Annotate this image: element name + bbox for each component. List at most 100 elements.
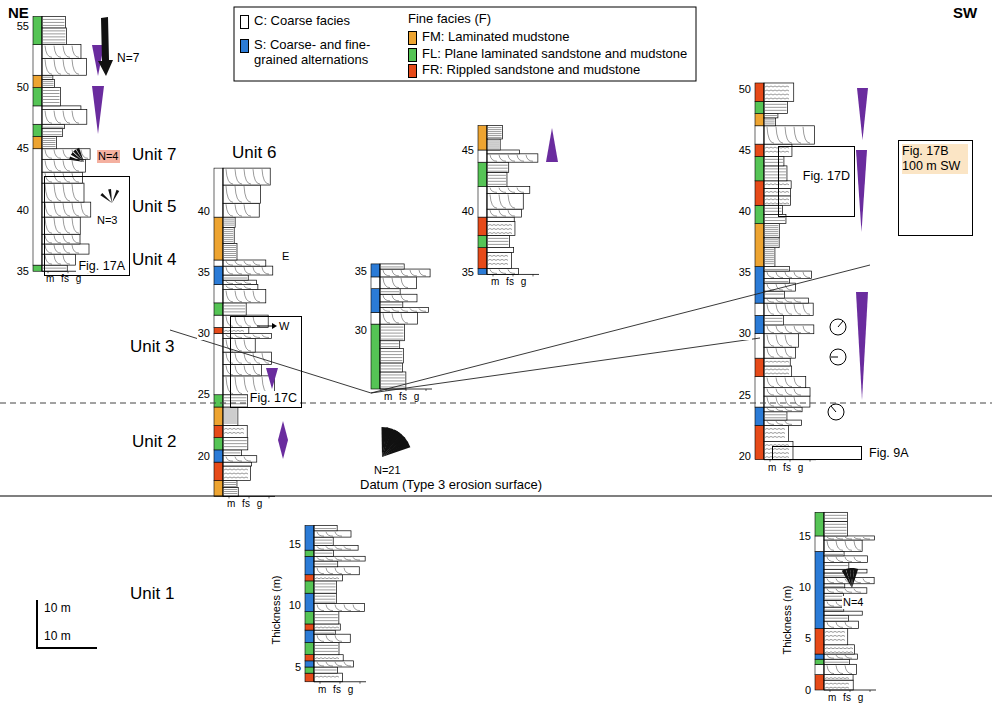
bed <box>764 224 779 238</box>
bed-structure <box>488 175 506 184</box>
bed-structure <box>381 304 402 305</box>
facies-strip <box>214 217 223 260</box>
bed-structure <box>224 452 240 453</box>
axis-number: 30 <box>738 327 752 340</box>
bed-structure <box>224 483 236 487</box>
bed <box>42 28 66 45</box>
annotation: Fine facies (F) <box>408 12 491 27</box>
facies-strip <box>815 628 824 654</box>
log-axis <box>487 126 488 275</box>
facies-strip <box>33 149 42 265</box>
bed <box>223 217 235 227</box>
bed <box>314 545 358 550</box>
bed-structure <box>315 553 332 554</box>
facies-strip <box>214 327 223 333</box>
annotation: Unit 5 <box>132 197 176 217</box>
bed-structure <box>490 155 533 161</box>
bed <box>380 312 418 324</box>
facies-strip <box>755 114 764 126</box>
paleocurrent-rose <box>852 568 858 588</box>
bed <box>764 238 779 248</box>
facies-strip <box>305 526 314 551</box>
bed-structure <box>765 428 785 437</box>
bed <box>487 209 522 217</box>
bed-structure <box>43 19 64 25</box>
facies-strip <box>214 438 223 450</box>
bed <box>764 315 783 325</box>
bed <box>764 325 814 334</box>
axis-number: 35 <box>354 265 368 278</box>
axis-number: 5 <box>294 661 302 674</box>
bed-structure <box>45 203 88 216</box>
bed <box>314 612 339 624</box>
bed <box>824 551 844 556</box>
bed <box>824 628 848 644</box>
bed-structure <box>315 540 332 543</box>
bed <box>824 659 850 664</box>
bed <box>223 338 255 352</box>
bed-structure <box>767 304 810 314</box>
bed-structure <box>765 199 789 204</box>
bed-structure <box>488 225 512 234</box>
bed-structure <box>765 104 787 110</box>
facies-strip <box>371 324 380 389</box>
bed-structure <box>43 268 66 269</box>
unit-band-fill <box>0 137 190 175</box>
facies-strip <box>371 264 380 277</box>
legend-label: FL: Plane laminated sandstone and mudsto… <box>422 47 687 62</box>
facies-strip <box>214 450 223 462</box>
bed-structure <box>381 352 402 361</box>
bed-structure <box>383 278 408 288</box>
facies-strip <box>755 334 764 358</box>
grain-size-tick <box>830 690 831 692</box>
bed <box>223 303 246 315</box>
bed <box>223 395 247 407</box>
bed-structure <box>315 633 334 634</box>
bed <box>223 327 249 333</box>
bed <box>42 129 63 137</box>
bed-structure <box>45 218 79 233</box>
bed-structure <box>827 655 852 658</box>
facies-strip <box>33 106 42 124</box>
axis-number: 0 <box>804 684 812 697</box>
bed-structure <box>383 295 408 301</box>
bed-structure <box>765 208 781 211</box>
bed <box>42 244 89 254</box>
bed-structure <box>226 169 269 184</box>
axis-number: 35 <box>16 265 30 278</box>
bed-structure <box>43 81 54 85</box>
bed <box>824 521 848 536</box>
bed-structure <box>45 235 79 243</box>
bed-structure <box>45 111 79 124</box>
bed <box>764 271 812 279</box>
facies-strip <box>305 581 314 593</box>
bed <box>42 149 90 160</box>
bed <box>764 215 786 224</box>
figure-reference: Fig. 17C <box>248 391 299 405</box>
facies-strip <box>305 655 314 661</box>
facies-strip <box>214 285 223 303</box>
facies-strip <box>214 168 223 217</box>
annotation: W <box>279 320 289 333</box>
bed <box>764 396 810 407</box>
bed <box>223 185 260 203</box>
unit-label: Unit 6 <box>232 144 276 161</box>
annotation: N=3 <box>96 214 119 227</box>
axis-number: 5 <box>804 632 812 645</box>
bed <box>314 624 340 630</box>
bed-structure <box>383 308 426 311</box>
bed <box>764 347 795 358</box>
grain-size-tick <box>513 274 514 276</box>
bed <box>824 593 844 600</box>
bed-structure <box>767 378 801 387</box>
direction-arrow <box>272 323 277 329</box>
bed <box>487 154 538 162</box>
bed-structure <box>765 415 786 418</box>
bed-structure <box>767 299 801 302</box>
bed <box>314 581 337 593</box>
facies-strip <box>478 150 487 162</box>
bed-structure <box>317 532 342 536</box>
facies-strip <box>755 101 764 113</box>
unit-band: Unit 6 <box>190 128 992 168</box>
